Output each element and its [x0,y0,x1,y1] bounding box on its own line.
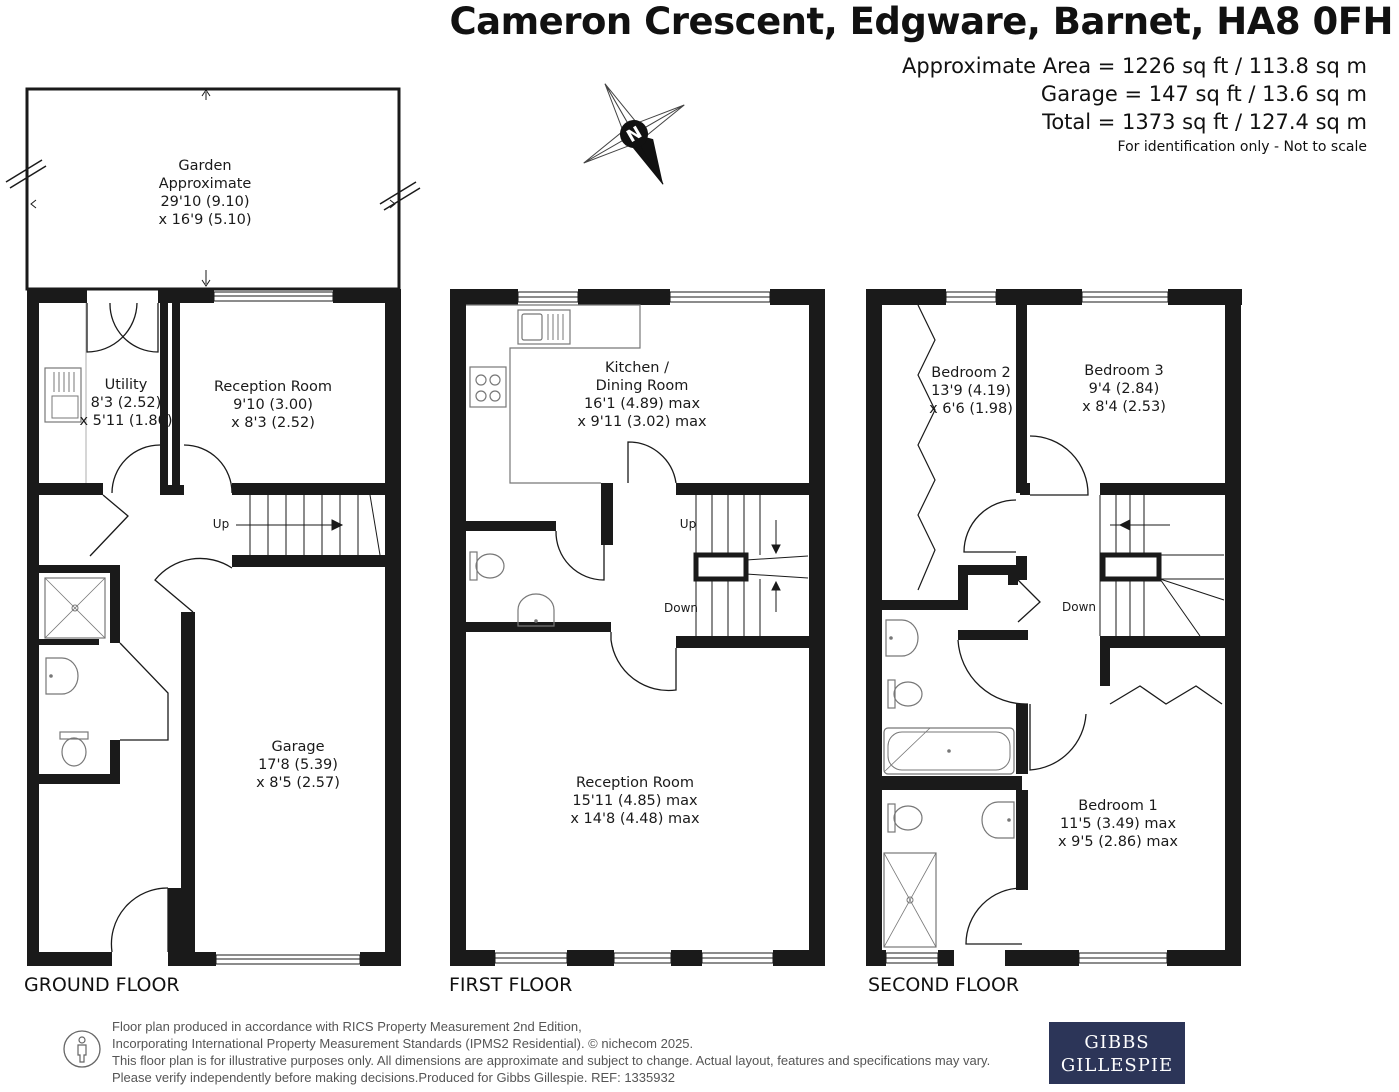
kitchen-dim2: x 9'11 (3.02) max [577,414,707,430]
first-stairs-up-label: Up [680,517,696,531]
second-floor-bathroom-fixtures [883,619,1015,948]
second-floor-labels: Bedroom 2 13'9 (4.19) x 6'6 (1.98) Bedro… [929,363,1178,850]
ground-floor-fixtures [44,303,106,767]
second-floor-label: SECOND FLOOR [868,974,1020,996]
bathtub [883,727,1015,775]
second-floor-doors [957,435,1223,945]
shower-tray [883,852,937,948]
first-stairs-down-label: Down [664,601,698,615]
ground-floor-windows [213,291,361,965]
second-floor-walls [866,289,1242,966]
footer-line-4: Please verify independently before makin… [112,1070,675,1085]
agency-logo-line1: GIBBS [1084,1032,1150,1053]
ground-floor-walls [27,289,401,966]
first-floor-label: FIRST FLOOR [449,974,573,996]
reception-ground-dim1: 9'10 (3.00) [233,397,313,413]
bedroom2-name: Bedroom 2 [931,365,1010,381]
utility-dim2: x 5'11 (1.80) [79,413,172,429]
north-compass [583,83,685,185]
garage-name: Garage [271,739,324,755]
first-floor-doors [555,441,677,692]
second-floor-plan: Bedroom 2 13'9 (4.19) x 6'6 (1.98) Bedro… [866,289,1242,966]
bedroom1-name: Bedroom 1 [1078,798,1157,814]
first-floor-walls [450,289,825,966]
garden-line2: Approximate [159,176,252,192]
garage-dim2: x 8'5 (2.57) [256,775,340,791]
kitchen-dim1: 16'1 (4.89) max [584,396,700,412]
bedroom2-dim1: 13'9 (4.19) [931,383,1011,399]
area-summary: Approximate Area = 1226 sq ft / 113.8 sq… [902,52,1367,158]
person-icon [63,1030,101,1068]
second-floor-stairs [1099,495,1225,637]
reception-first-name: Reception Room [576,775,694,791]
utility-name: Utility [105,377,148,393]
ground-floor-stairs [236,494,381,556]
footer-disclaimer: Floor plan produced in accordance with R… [112,1018,1052,1086]
garden-dim2: x 16'9 (5.10) [158,212,251,228]
area-garage: Garage = 147 sq ft / 13.6 sq m [1040,82,1367,106]
bedroom1-dim2: x 9'5 (2.86) max [1058,834,1178,850]
footer-line-3: This floor plan is for illustrative purp… [112,1053,991,1068]
bedroom3-dim2: x 8'4 (2.53) [1082,399,1166,415]
first-floor-plan: Kitchen / Dining Room 16'1 (4.89) max x … [450,289,825,966]
ground-floor-plan: Garden Approximate 29'10 (9.10) x 16'9 (… [5,87,421,966]
scale-disclaimer: For identification only - Not to scale [1117,139,1367,155]
bedroom3-dim1: 9'4 (2.84) [1089,381,1160,397]
second-floor-windows [885,291,1169,964]
kitchen-line2: Dining Room [596,378,689,394]
utility-dim1: 8'3 (2.52) [91,395,162,411]
footer-line-2: Incorporating International Property Mea… [112,1036,694,1051]
reception-first-dim1: 15'11 (4.85) max [572,793,698,809]
ground-stairs-up-label: Up [213,517,229,531]
bedroom2-wardrobe [917,304,936,591]
agency-logo-line2: GILLESPIE [1060,1055,1174,1076]
bedroom2-dim2: x 6'6 (1.98) [929,401,1013,417]
area-approximate: Approximate Area = 1226 sq ft / 113.8 sq… [901,54,1367,78]
second-stairs-down-label: Down [1062,600,1096,614]
area-total: Total = 1373 sq ft / 127.4 sq m [1042,110,1367,134]
first-floor-wc-fixtures [469,551,555,627]
first-floor-stairs [695,495,809,636]
agency-logo: GIBBS GILLESPIE [1049,1022,1185,1084]
ground-floor-label: GROUND FLOOR [24,974,180,996]
bedroom1-dim1: 11'5 (3.49) max [1060,816,1176,832]
garden-dimension-marks [5,89,421,287]
ground-floor-doors [86,302,233,953]
kitchen-counters [466,304,641,484]
kitchen-name: Kitchen / [605,360,669,376]
garden-dim1: 29'10 (9.10) [160,194,249,210]
footer-line-1: Floor plan produced in accordance with R… [112,1019,582,1034]
property-address: Cameron Crescent, Edgware, Barnet, HA8 0… [449,0,1393,43]
first-floor-labels: Kitchen / Dining Room 16'1 (4.89) max x … [570,360,707,827]
reception-ground-dim2: x 8'3 (2.52) [231,415,315,431]
garage-dim1: 17'8 (5.39) [258,757,338,773]
ground-floor-labels: Garden Approximate 29'10 (9.10) x 16'9 (… [79,158,339,791]
bedroom3-name: Bedroom 3 [1084,363,1163,379]
reception-first-dim2: x 14'8 (4.48) max [570,811,700,827]
reception-ground-name: Reception Room [214,379,332,395]
first-floor-windows [494,291,774,964]
garden-name: Garden [178,158,231,174]
